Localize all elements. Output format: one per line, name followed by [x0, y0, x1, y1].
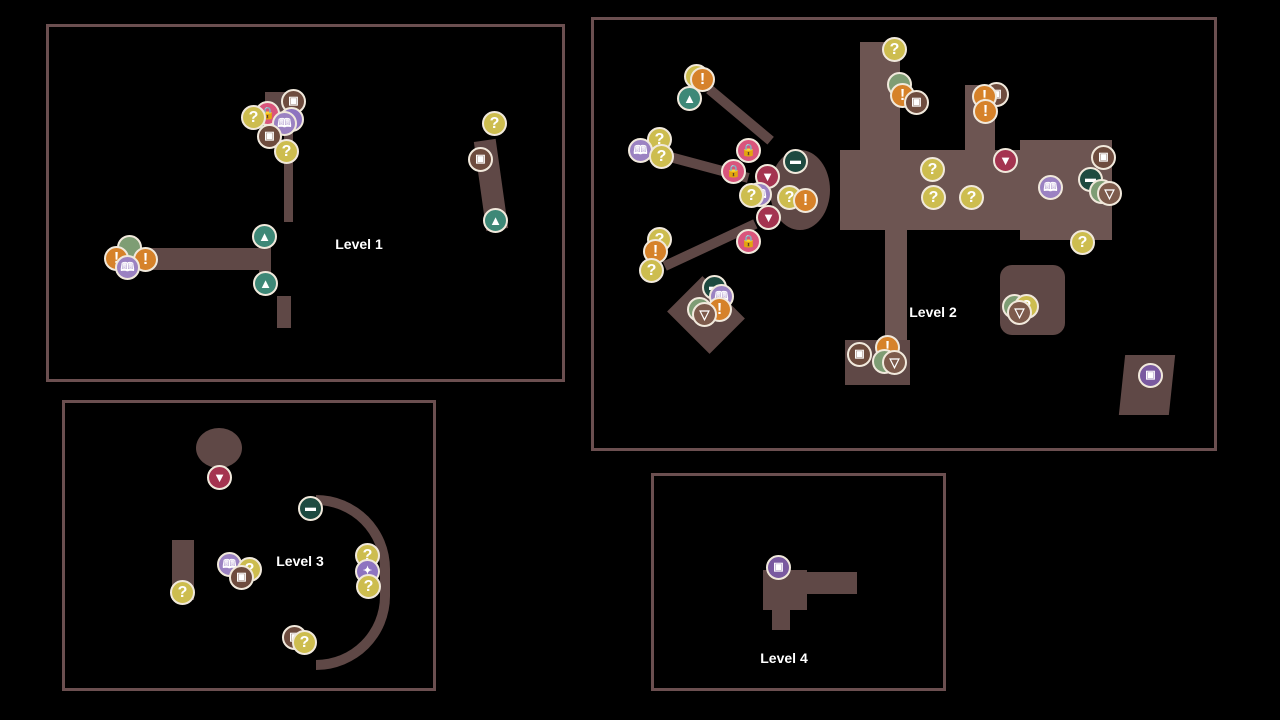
book-icon[interactable] — [115, 255, 140, 280]
waypoint-icon[interactable] — [677, 86, 702, 111]
floor-area — [805, 572, 857, 594]
quest-marker-icon[interactable] — [356, 574, 381, 599]
book-icon[interactable] — [1038, 175, 1063, 200]
level-2-label: Level 2 — [909, 304, 957, 320]
chest-icon[interactable] — [468, 147, 493, 172]
exclamation-marker-icon[interactable] — [793, 188, 818, 213]
exclamation-marker-icon[interactable] — [973, 99, 998, 124]
floor-area — [284, 130, 293, 222]
quest-marker-icon[interactable] — [649, 144, 674, 169]
shield-marker-icon[interactable] — [993, 148, 1018, 173]
chest-icon[interactable] — [229, 565, 254, 590]
level-2-panel[interactable] — [591, 17, 1217, 451]
chest-icon[interactable] — [847, 342, 872, 367]
shield-marker-icon[interactable] — [207, 465, 232, 490]
map-marker-icon[interactable] — [766, 555, 791, 580]
quest-marker-icon[interactable] — [170, 580, 195, 605]
quest-marker-icon[interactable] — [274, 139, 299, 164]
quest-marker-icon[interactable] — [959, 185, 984, 210]
chest-icon[interactable] — [1091, 145, 1116, 170]
floor-area — [885, 220, 907, 340]
quest-marker-icon[interactable] — [921, 185, 946, 210]
lock-icon[interactable] — [736, 229, 761, 254]
quest-marker-icon[interactable] — [739, 183, 764, 208]
helmet-icon[interactable] — [882, 350, 907, 375]
quest-marker-icon[interactable] — [1070, 230, 1095, 255]
sign-icon[interactable] — [783, 149, 808, 174]
map-marker-icon[interactable] — [1138, 363, 1163, 388]
floor-area — [196, 428, 242, 468]
level-4-panel[interactable] — [651, 473, 946, 691]
level-3-label: Level 3 — [276, 553, 324, 569]
helmet-icon[interactable] — [1097, 181, 1122, 206]
floor-area — [277, 296, 291, 328]
quest-marker-icon[interactable] — [882, 37, 907, 62]
floor-area — [772, 600, 790, 630]
helmet-icon[interactable] — [692, 302, 717, 327]
waypoint-icon[interactable] — [483, 208, 508, 233]
sign-icon[interactable] — [298, 496, 323, 521]
waypoint-icon[interactable] — [252, 224, 277, 249]
level-1-panel[interactable] — [46, 24, 565, 382]
level-4-label: Level 4 — [760, 650, 808, 666]
chest-icon[interactable] — [904, 90, 929, 115]
level-1-label: Level 1 — [335, 236, 383, 252]
quest-marker-icon[interactable] — [920, 157, 945, 182]
helmet-icon[interactable] — [1007, 300, 1032, 325]
level-3-panel[interactable] — [62, 400, 436, 691]
quest-marker-icon[interactable] — [292, 630, 317, 655]
lock-icon[interactable] — [736, 138, 761, 163]
quest-marker-icon[interactable] — [482, 111, 507, 136]
quest-marker-icon[interactable] — [639, 258, 664, 283]
waypoint-icon[interactable] — [253, 271, 278, 296]
shield-marker-icon[interactable] — [756, 205, 781, 230]
lock-icon[interactable] — [721, 159, 746, 184]
